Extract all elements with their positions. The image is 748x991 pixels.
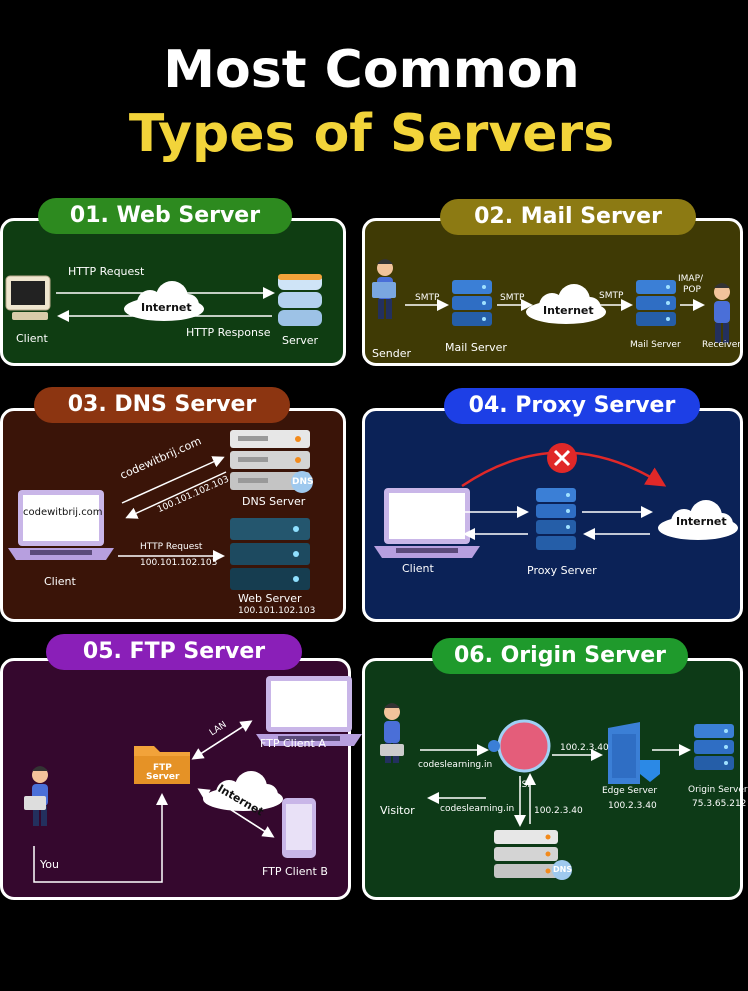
edge-server-building-icon bbox=[608, 722, 660, 784]
dns-web-server-label: Web Server bbox=[238, 592, 302, 605]
origin-visitor-label: Visitor bbox=[380, 804, 415, 817]
dns-client-laptop-icon bbox=[8, 490, 114, 560]
dns-http-request-label: HTTP Request bbox=[140, 542, 203, 552]
dns-badge-icon bbox=[291, 471, 313, 493]
origin-server-icon bbox=[694, 724, 734, 770]
mail-server-2-icon bbox=[636, 280, 676, 326]
origin-ip-mid-label: 100.2.3.40 bbox=[534, 806, 583, 816]
mail-receiver-person-icon bbox=[714, 283, 730, 343]
origin-origin-ip-label: 75.3.65.212 bbox=[692, 799, 747, 809]
mail-sender-label: Sender bbox=[372, 347, 411, 360]
mail-server-icon bbox=[452, 280, 492, 326]
web-http-request-label: HTTP Request bbox=[68, 265, 145, 278]
dns-http-ip-label: 100.101.102.103 bbox=[140, 558, 218, 568]
dns-server-label: DNS Server bbox=[242, 495, 306, 508]
dns-badge-text: DNS bbox=[292, 477, 314, 487]
origin-server-title: 06. Origin Server bbox=[432, 638, 688, 674]
ftp-client-b-phone-icon bbox=[282, 798, 316, 858]
ftp-client-a-label: FTP Client A bbox=[260, 737, 326, 750]
mail-pop-label: POP bbox=[683, 285, 701, 295]
origin-codes-2-label: codeslearning.in bbox=[440, 804, 515, 814]
dns-web-server-rack-icon bbox=[230, 518, 310, 590]
origin-origin-server-label: Origin Server bbox=[688, 785, 748, 795]
origin-dns-badge-text: DNS bbox=[553, 865, 573, 874]
mail-receiver-label: Receiver bbox=[702, 340, 741, 350]
web-server-label: Server bbox=[282, 334, 319, 347]
mail-smtp-3-label: SMTP bbox=[599, 291, 624, 301]
origin-dns-server-rack-icon bbox=[494, 830, 572, 880]
title-line-1: Most Common bbox=[163, 40, 580, 100]
mail-sender-person-icon bbox=[372, 259, 396, 319]
proxy-client-laptop-icon bbox=[374, 488, 480, 558]
web-server-icon bbox=[278, 274, 322, 326]
proxy-server-label: Proxy Server bbox=[527, 564, 597, 577]
mail-server-label: Mail Server bbox=[445, 341, 507, 354]
web-server-title: 01. Web Server bbox=[38, 198, 292, 234]
mail-imap-label: IMAP/ bbox=[678, 274, 704, 284]
proxy-server-title: 04. Proxy Server bbox=[444, 388, 700, 424]
dns-web-server-ip-label: 100.101.102.103 bbox=[238, 606, 316, 616]
origin-isp-label: ISP bbox=[519, 780, 533, 790]
isp-globe-icon bbox=[488, 719, 551, 773]
mail-smtp-2-label: SMTP bbox=[500, 293, 525, 303]
origin-edge-server-label: Edge Server bbox=[602, 786, 658, 796]
web-client-computer-icon bbox=[5, 275, 51, 320]
dns-client-label: Client bbox=[44, 575, 76, 588]
title-line-2: Types of Servers bbox=[128, 104, 615, 164]
ftp-client-a-laptop-icon bbox=[256, 676, 362, 746]
ftp-client-b-label: FTP Client B bbox=[262, 865, 328, 878]
ftp-you-label: You bbox=[40, 858, 59, 871]
proxy-client-label: Client bbox=[402, 562, 434, 575]
origin-codes-1-label: codeslearning.in bbox=[418, 760, 493, 770]
web-internet-label: Internet bbox=[141, 301, 192, 314]
origin-ip-top-label: 100.2.3.40 bbox=[560, 743, 609, 753]
ftp-server-folder-icon bbox=[134, 746, 190, 784]
web-http-response-label: HTTP Response bbox=[186, 326, 271, 339]
mail-server-2-label: Mail Server bbox=[630, 340, 681, 350]
ftp-server-line2: Server bbox=[146, 772, 180, 782]
mail-server-title: 02. Mail Server bbox=[440, 199, 696, 235]
dns-client-screen-text: codewitbrij.com bbox=[23, 507, 103, 518]
ftp-server-title: 05. FTP Server bbox=[46, 634, 302, 670]
proxy-internet-label: Internet bbox=[676, 515, 727, 528]
web-client-label: Client bbox=[16, 332, 48, 345]
mail-smtp-1-label: SMTP bbox=[415, 293, 440, 303]
ftp-server-line1: FTP bbox=[153, 763, 172, 773]
dns-server-title: 03. DNS Server bbox=[34, 387, 290, 423]
proxy-server-icon bbox=[536, 488, 576, 534]
mail-internet-label: Internet bbox=[543, 304, 594, 317]
origin-edge-ip-label: 100.2.3.40 bbox=[608, 801, 657, 811]
